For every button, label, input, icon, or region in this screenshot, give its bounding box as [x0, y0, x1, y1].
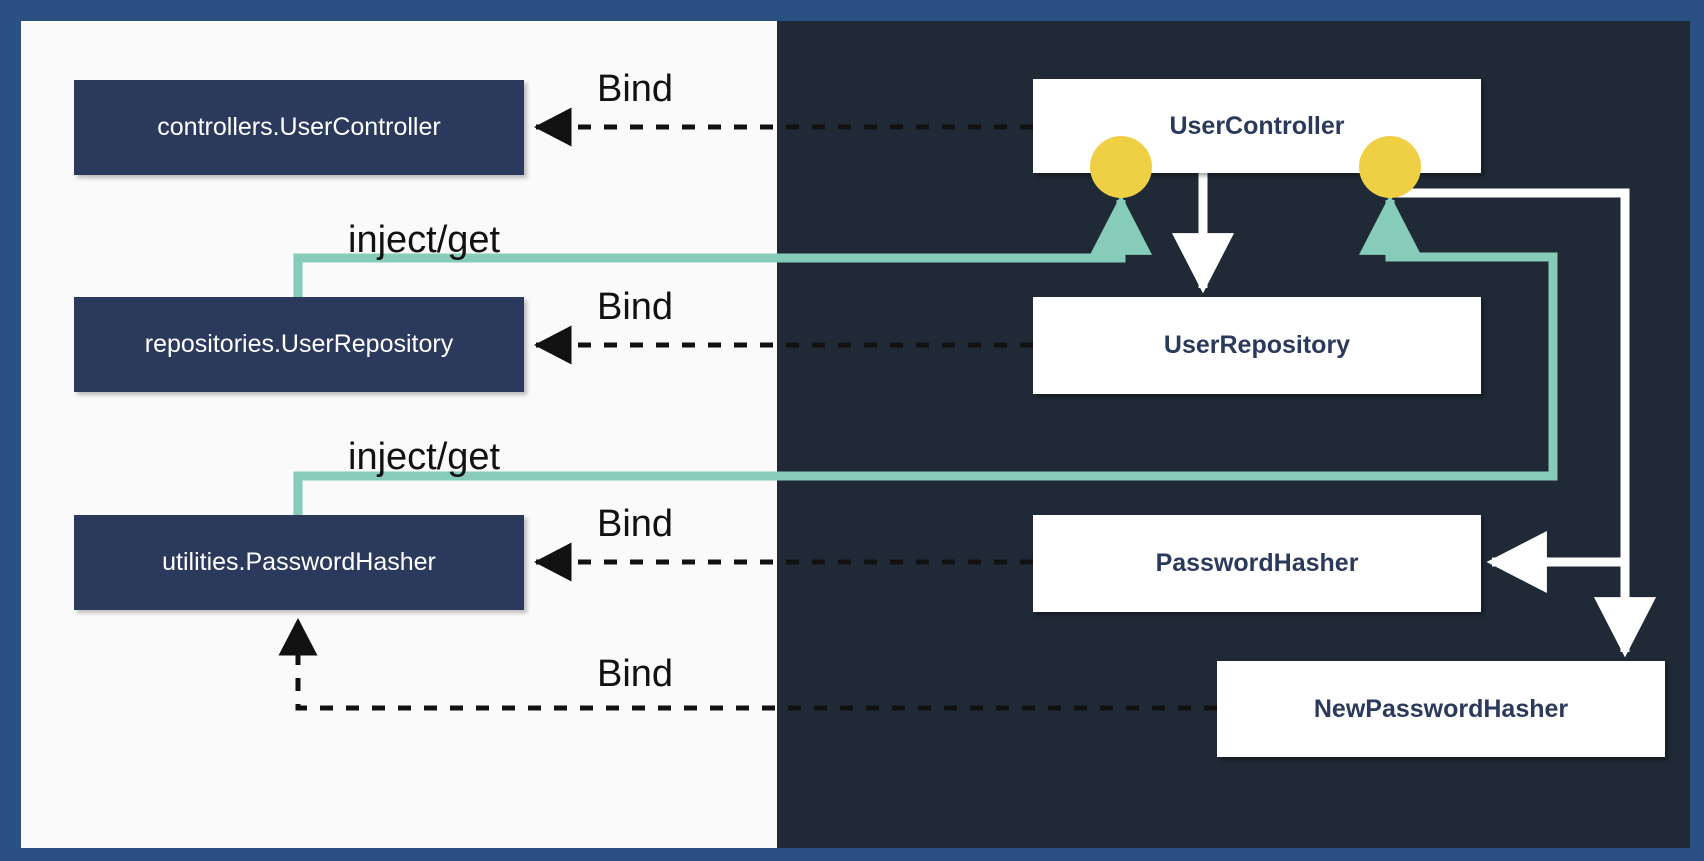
edge-label-bind-2: Bind: [597, 286, 674, 328]
injection-point-left-marker[interactable]: [1090, 136, 1152, 198]
injection-point-right-marker[interactable]: [1359, 136, 1421, 198]
interface-label: utilities.PasswordHasher: [162, 548, 436, 576]
interface-label: repositories.UserRepository: [144, 330, 454, 358]
interface-label: controllers.UserController: [157, 113, 441, 141]
edge-label-inject-get-1: inject/get: [348, 219, 501, 261]
implementation-box-newpasswordhasher[interactable]: NewPasswordHasher: [1217, 661, 1665, 757]
interface-box-utilities-passwordhasher[interactable]: utilities.PasswordHasher: [74, 515, 524, 610]
interface-box-repositories-userrepository[interactable]: repositories.UserRepository: [74, 297, 524, 392]
edge-label-inject-get-2: inject/get: [348, 436, 501, 478]
implementation-box-userrepository[interactable]: UserRepository: [1033, 297, 1481, 394]
implementation-label: UserRepository: [1163, 331, 1351, 359]
interface-box-controllers-usercontroller[interactable]: controllers.UserController: [74, 80, 524, 175]
implementation-box-passwordhasher[interactable]: PasswordHasher: [1033, 515, 1481, 612]
implementation-label: PasswordHasher: [1155, 549, 1359, 577]
implementation-label: NewPasswordHasher: [1313, 694, 1569, 723]
edge-label-bind-4: Bind: [597, 653, 674, 695]
implementation-label: UserController: [1169, 111, 1345, 140]
edge-label-bind-3: Bind: [597, 503, 674, 545]
edge-label-bind-1: Bind: [597, 68, 674, 110]
